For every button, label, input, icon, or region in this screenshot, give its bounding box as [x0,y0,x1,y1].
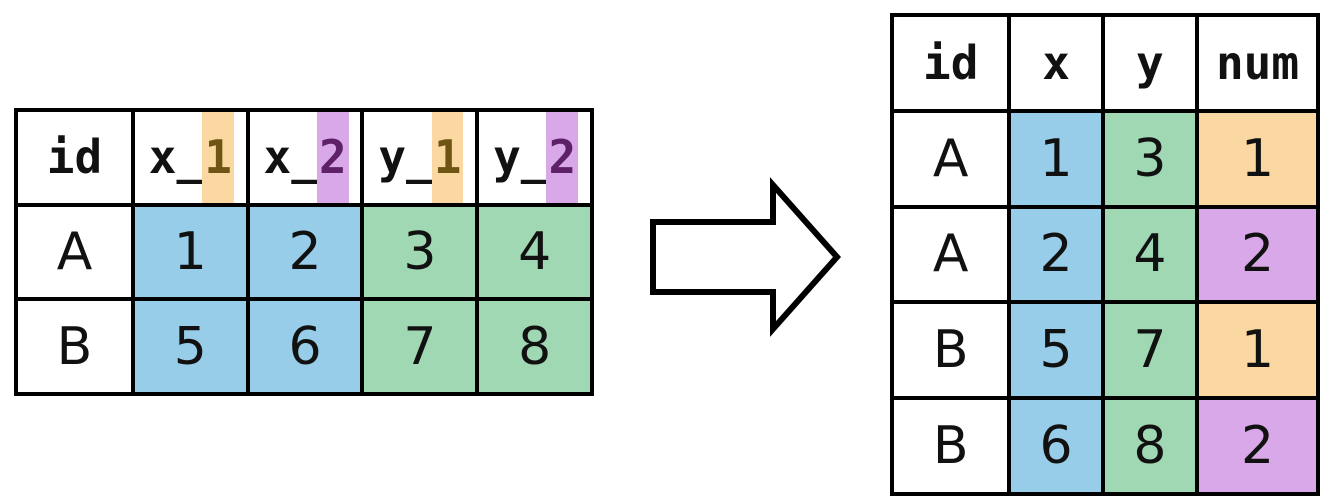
suffix-wrap: 2 [316,112,349,203]
wide-cell-y2: 4 [479,206,590,298]
long-cell-y: 7 [1104,304,1195,397]
long-cell-num: 1 [1198,304,1316,397]
cell-value: 8 [518,316,552,377]
suffix-wrap: 1 [431,112,464,203]
cell-value: 6 [1039,416,1073,477]
wide-header-y1: y_1 [364,112,476,203]
wide-cell-x1: 1 [134,206,246,298]
long-cell-id: B [894,400,1008,492]
cell-value: 1 [1039,128,1073,189]
cell-value: 3 [403,221,437,282]
long-cell-x: 1 [1011,112,1101,205]
cell-value: 6 [288,316,322,377]
long-cell-id: A [894,112,1008,205]
header-label: y [1136,35,1164,90]
long-cell-num: 2 [1198,208,1316,301]
long-header-y: y [1104,17,1195,109]
wide-cell-y2: 8 [479,301,590,392]
long-cell-x: 6 [1011,400,1101,492]
header-suffix: 2 [548,130,577,185]
transform-arrow-icon [650,177,842,337]
cell-value: 2 [1039,224,1073,285]
long-cell-y: 8 [1104,400,1195,492]
cell-value: 1 [1240,320,1275,381]
header-label: num [1215,35,1300,90]
cell-value: 3 [1133,128,1167,189]
header-suffix: 2 [318,130,347,185]
cell-value: 7 [1133,320,1167,381]
header-label: id [46,130,103,185]
cell-value: 5 [1039,320,1073,381]
cell-value: 2 [288,221,322,282]
wide-cell-y1: 3 [364,206,476,298]
header-prefix: y_ [378,130,434,185]
header-label: id [923,35,979,90]
long-cell-num: 2 [1198,400,1316,492]
cell-value: B [932,320,969,381]
cell-value: 5 [173,316,207,377]
long-cell-id: A [894,208,1008,301]
long-cell-id: B [894,304,1008,397]
long-cell-num: 1 [1198,112,1316,205]
long-header-num: num [1198,17,1316,109]
cell-value: A [56,221,93,282]
wide-cell-x2: 2 [249,206,361,298]
suffix-highlight-stripe [202,112,234,203]
suffix-wrap: 1 [202,112,234,203]
long-cell-y: 3 [1104,112,1195,205]
cell-value: 4 [1133,224,1167,285]
header-suffix: 1 [204,130,232,185]
cell-value: 7 [403,316,437,377]
suffix-highlight-stripe [431,112,464,203]
wide-table: id x_1 x_2 y_1 y_2 A 1 2 3 4 B 5 6 7 8 [14,108,594,396]
cell-value: 2 [1240,416,1275,477]
cell-value: 8 [1133,416,1167,477]
header-prefix: x_ [263,130,319,185]
cell-value: 2 [1240,224,1275,285]
wide-header-y2: y_2 [479,112,590,203]
wide-header-id: id [18,112,131,203]
cell-value: 4 [518,221,552,282]
header-prefix: x_ [148,130,205,185]
suffix-wrap: 2 [546,112,579,203]
wide-header-x2: x_2 [249,112,361,203]
long-cell-x: 2 [1011,208,1101,301]
suffix-highlight-stripe [316,112,349,203]
cell-value: 1 [1240,128,1275,189]
cell-value: 1 [173,221,207,282]
wide-header-x1: x_1 [134,112,246,203]
cell-value: A [932,128,969,189]
long-cell-y: 4 [1104,208,1195,301]
wide-cell-id: B [18,301,131,392]
cell-value: A [932,224,969,285]
header-label: x [1042,35,1070,90]
cell-value: B [932,416,969,477]
wide-cell-id: A [18,206,131,298]
suffix-highlight-stripe [546,112,579,203]
long-table: id x y num A 1 3 1 A 2 4 2 B 5 7 1 B 6 8… [890,13,1320,496]
long-header-id: id [894,17,1008,109]
long-cell-x: 5 [1011,304,1101,397]
wide-cell-x1: 5 [134,301,246,392]
header-prefix: y_ [493,130,549,185]
header-suffix: 1 [433,130,462,185]
wide-cell-x2: 6 [249,301,361,392]
long-header-x: x [1011,17,1101,109]
cell-value: B [56,316,93,377]
wide-cell-y1: 7 [364,301,476,392]
